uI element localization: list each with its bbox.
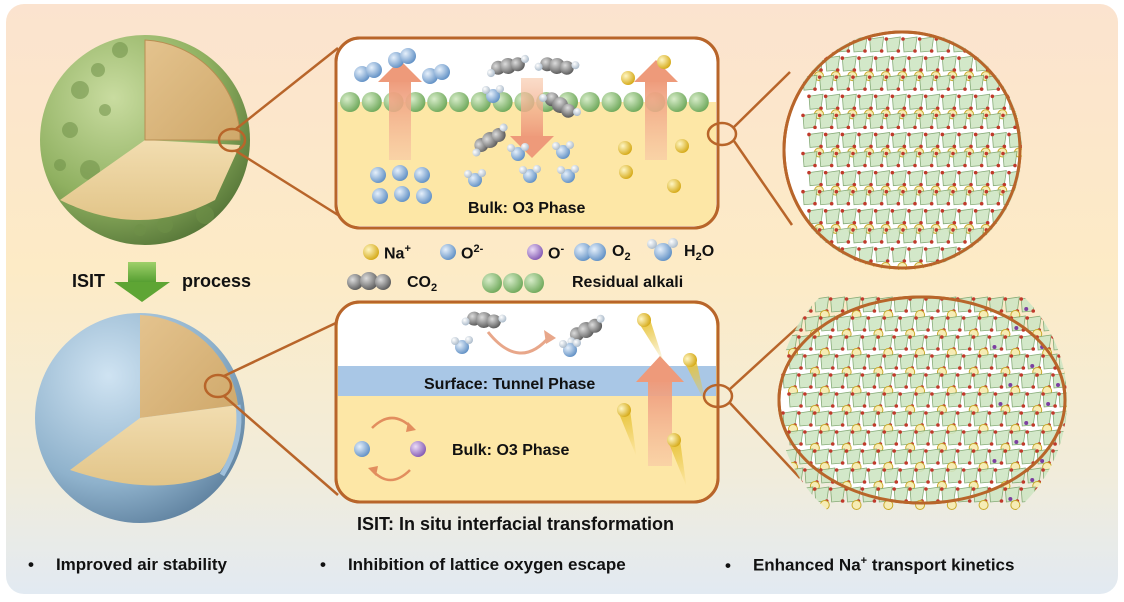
- alkali-particle: [340, 92, 360, 112]
- h2o-molecule: [552, 142, 560, 150]
- alkali-particle: [623, 92, 644, 112]
- bottom-bulk-label: Bulk: O3 Phase: [452, 442, 569, 459]
- o2minus-ion: [370, 167, 386, 183]
- top-sphere-icon: [40, 35, 250, 245]
- na-streak: [637, 313, 665, 364]
- bullet-air-stability: •Improved air stability: [28, 555, 227, 574]
- legend-na-label: Na+: [384, 243, 411, 263]
- alkali-particle: [470, 92, 491, 112]
- h2o-molecule: [563, 343, 577, 357]
- na-streak: [617, 403, 637, 457]
- h2o-molecule: [521, 143, 529, 151]
- bullet-lattice-oxygen: •Inhibition of lattice oxygen escape: [320, 555, 626, 574]
- h2o-molecule: [455, 340, 469, 354]
- h2o-molecule: [557, 166, 565, 174]
- na-ion: [657, 55, 671, 69]
- legend: [347, 238, 678, 293]
- o2-molecule: [434, 64, 450, 80]
- co2-molecule: [486, 54, 530, 78]
- na-streak: [667, 433, 687, 487]
- na-ion: [675, 139, 689, 153]
- alkali-particle: [361, 92, 382, 112]
- h2o-molecule: [496, 85, 504, 93]
- co2-molecule: [472, 123, 508, 157]
- h2o-molecule: [571, 165, 579, 173]
- o2-molecule: [366, 62, 382, 78]
- co2-molecule: [567, 314, 605, 346]
- bottom-lattice-zoom-lines: [702, 324, 801, 479]
- top-bulk-label: Bulk: O3 Phase: [468, 200, 585, 217]
- co2-molecule: [461, 311, 507, 329]
- h2o-molecule: [465, 336, 473, 344]
- h2o-molecule: [519, 166, 527, 174]
- bottom-panel: [334, 300, 720, 504]
- alkali-particle: [688, 92, 709, 112]
- legend-na-icon: [363, 244, 379, 260]
- h2o-molecule: [486, 89, 500, 103]
- bottom-lattice-icon: [777, 295, 1067, 510]
- bottom-contents: [354, 330, 684, 482]
- h2o-molecule: [482, 86, 490, 94]
- legend-alkali-icon: [482, 273, 544, 293]
- o2minus-ion: [416, 188, 432, 204]
- co2-molecule: [534, 57, 580, 75]
- legend-co2-label: CO2: [407, 274, 438, 295]
- process-right-label: process: [182, 271, 251, 291]
- legend-o2minus-label: O2-: [461, 243, 484, 263]
- na-ion: [667, 179, 681, 193]
- bullet-na-transport: •Enhanced Na+ transport kinetics: [725, 555, 1015, 575]
- alkali-particle: [601, 92, 622, 112]
- process-arrow-icon: [114, 262, 170, 302]
- bottom-zoom-lines: [203, 320, 339, 496]
- legend-co2-icon: [347, 272, 391, 290]
- redox-cycle-icon: [354, 416, 426, 482]
- legend-alkali-label: Residual alkali: [572, 274, 684, 291]
- o2minus-ion: [372, 188, 388, 204]
- legend-o2minus-icon: [440, 244, 456, 260]
- h2o-molecule: [561, 169, 575, 183]
- na-ion: [621, 71, 635, 85]
- h2o-molecule: [559, 340, 567, 348]
- o2minus-ion: [392, 165, 408, 181]
- legend-o2-icon: [574, 243, 606, 261]
- o2minus-ion: [414, 167, 430, 183]
- legend-h2o-icon: [647, 238, 678, 261]
- h2o-molecule: [556, 145, 570, 159]
- h2o-molecule: [523, 169, 537, 183]
- h2o-molecule: [533, 165, 541, 173]
- alkali-particle: [579, 92, 600, 112]
- co2-molecule: [538, 92, 582, 118]
- isit-definition: ISIT: In situ interfacial transformation: [357, 514, 675, 534]
- h2o-molecule: [511, 147, 525, 161]
- legend-ominus-icon: [527, 244, 543, 260]
- surface-label: Surface: Tunnel Phase: [424, 376, 595, 393]
- bottom-sphere-icon: [35, 313, 245, 523]
- na-ion: [619, 165, 633, 179]
- top-molecules: [354, 48, 689, 204]
- na-streak: [683, 353, 707, 406]
- o2-molecule: [400, 48, 416, 64]
- alkali-particle: [667, 92, 687, 112]
- legend-ominus-label: O-: [548, 243, 565, 263]
- alkali-particle: [427, 92, 448, 112]
- na-ion: [618, 141, 632, 155]
- top-lattice-zoom-lines: [706, 71, 794, 226]
- alkali-particle: [449, 92, 469, 112]
- bottom-molecules: [451, 311, 707, 487]
- legend-o2-label: O2: [612, 243, 631, 264]
- h2o-molecule: [451, 337, 459, 345]
- h2o-molecule: [566, 141, 574, 149]
- h2o-molecule: [468, 173, 482, 187]
- legend-h2o-label: H2O: [684, 243, 715, 264]
- top-arrows: [378, 60, 678, 160]
- h2o-molecule: [507, 144, 515, 152]
- process-left-label: ISIT: [72, 271, 105, 291]
- o2minus-ion: [394, 186, 410, 202]
- top-zoom-lines: [217, 47, 339, 217]
- h2o-molecule: [478, 169, 486, 177]
- h2o-molecule: [464, 170, 472, 178]
- h2o-molecule: [573, 339, 581, 347]
